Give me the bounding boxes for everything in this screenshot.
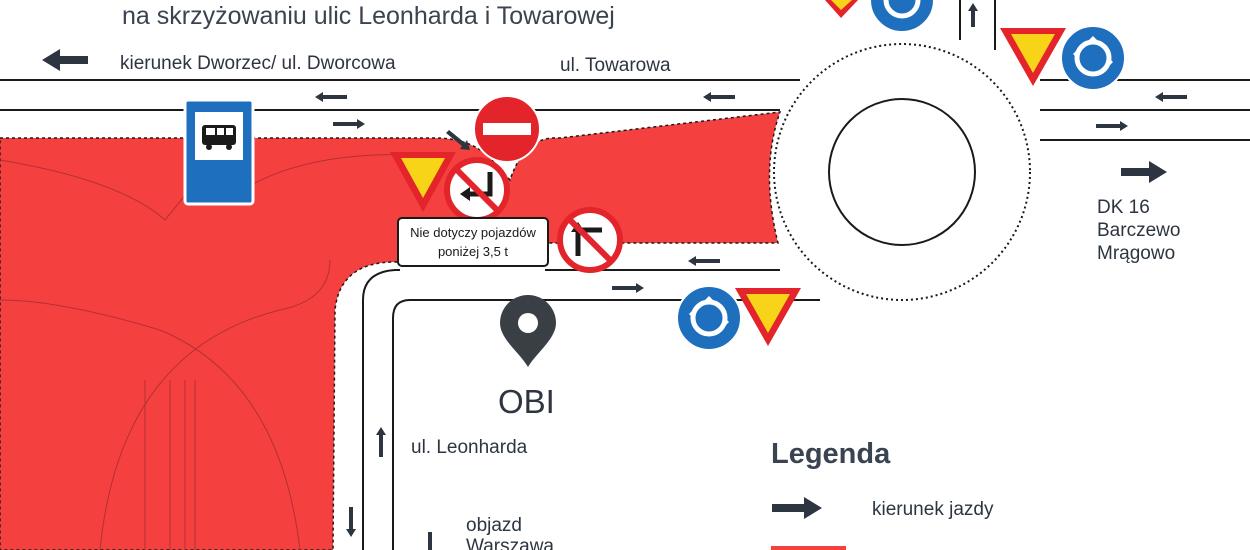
label-warszawa: Warszawa bbox=[466, 536, 554, 550]
supplementary-plate: Nie dotyczy pojazdów poniżej 3,5 t bbox=[397, 217, 549, 267]
arrow-right-icon bbox=[1121, 161, 1167, 183]
arrow-right-icon bbox=[333, 119, 365, 129]
label-towarowa: ul. Towarowa bbox=[560, 55, 671, 76]
arrow-left-icon bbox=[315, 92, 347, 102]
arrow-left-icon bbox=[688, 256, 720, 266]
roundabout-sign bbox=[869, 0, 935, 33]
legend: Legenda kierunek jazdy bbox=[771, 438, 994, 550]
give-way-sign bbox=[825, 0, 858, 18]
road-arrows bbox=[42, 3, 1187, 550]
no-left-turn-sign bbox=[557, 207, 623, 273]
label-leonharda: ul. Leonharda bbox=[411, 437, 528, 458]
legend-direction-label: kierunek jazdy bbox=[872, 499, 994, 520]
roundabout bbox=[773, 43, 1031, 301]
label-objazd: objazd bbox=[466, 515, 522, 536]
arrow-diagonal-icon bbox=[446, 130, 470, 150]
give-way-sign bbox=[1000, 28, 1066, 86]
map-title: na skrzyżowaniu ulic Leonharda i Towarow… bbox=[122, 2, 615, 30]
give-way-sign bbox=[735, 288, 801, 346]
arrow-up-icon bbox=[376, 427, 386, 457]
plate-line-1: Nie dotyczy pojazdów bbox=[410, 225, 536, 240]
no-left-turn-sign bbox=[444, 157, 510, 223]
bus-stop-sign bbox=[183, 98, 255, 206]
arrow-down-icon bbox=[346, 507, 356, 537]
roundabout-sign bbox=[1060, 25, 1126, 91]
closed-area bbox=[0, 111, 782, 550]
arrow-left-icon bbox=[703, 92, 735, 102]
legend-closure-swatch bbox=[771, 546, 846, 550]
arrow-right-icon bbox=[772, 497, 822, 519]
give-way-sign bbox=[390, 152, 456, 212]
arrow-right-icon bbox=[1096, 121, 1128, 131]
label-barczewo: Barczewo bbox=[1097, 220, 1180, 241]
arrow-right-icon bbox=[612, 283, 644, 293]
arrow-up-icon bbox=[968, 3, 978, 27]
arrow-down-icon bbox=[428, 532, 432, 550]
location-pin-icon bbox=[500, 295, 556, 367]
roundabout-sign bbox=[676, 285, 742, 351]
label-obi: OBI bbox=[498, 383, 555, 420]
arrow-left-icon bbox=[1155, 92, 1187, 102]
bus-icon bbox=[202, 125, 236, 150]
legend-title: Legenda bbox=[771, 438, 891, 470]
label-mragowo: Mrągowo bbox=[1097, 243, 1175, 264]
plate-line-2: poniżej 3,5 t bbox=[438, 244, 508, 259]
label-dworzec: kierunek Dworzec/ ul. Dworcowa bbox=[120, 53, 396, 74]
label-dk16: DK 16 bbox=[1097, 197, 1150, 218]
no-entry-sign bbox=[473, 95, 541, 163]
arrow-left-icon bbox=[42, 49, 88, 71]
